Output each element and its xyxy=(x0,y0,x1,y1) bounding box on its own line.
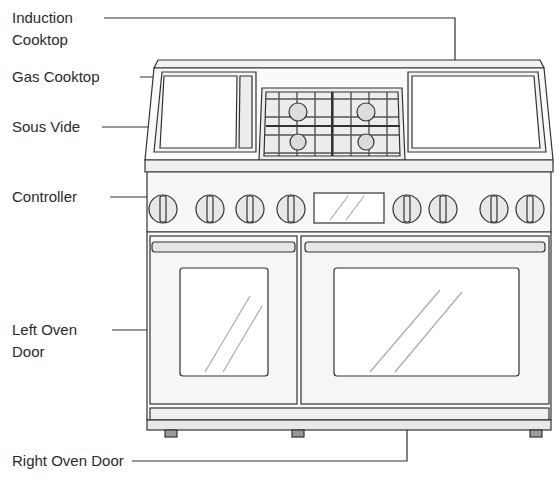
part-label: Gas Cooktop xyxy=(12,66,142,88)
part-label: Sous Vide xyxy=(12,116,112,138)
oven-handle xyxy=(305,242,545,252)
leader-line xyxy=(110,196,147,197)
display xyxy=(314,193,384,223)
range-body xyxy=(145,60,553,437)
part-label: Left Oven Door xyxy=(12,319,107,363)
part-label: Right Oven Door xyxy=(12,450,127,472)
part-label: Induction Cooktop xyxy=(12,7,102,51)
part-label: Controller xyxy=(12,186,112,208)
oven-handle xyxy=(152,242,295,252)
